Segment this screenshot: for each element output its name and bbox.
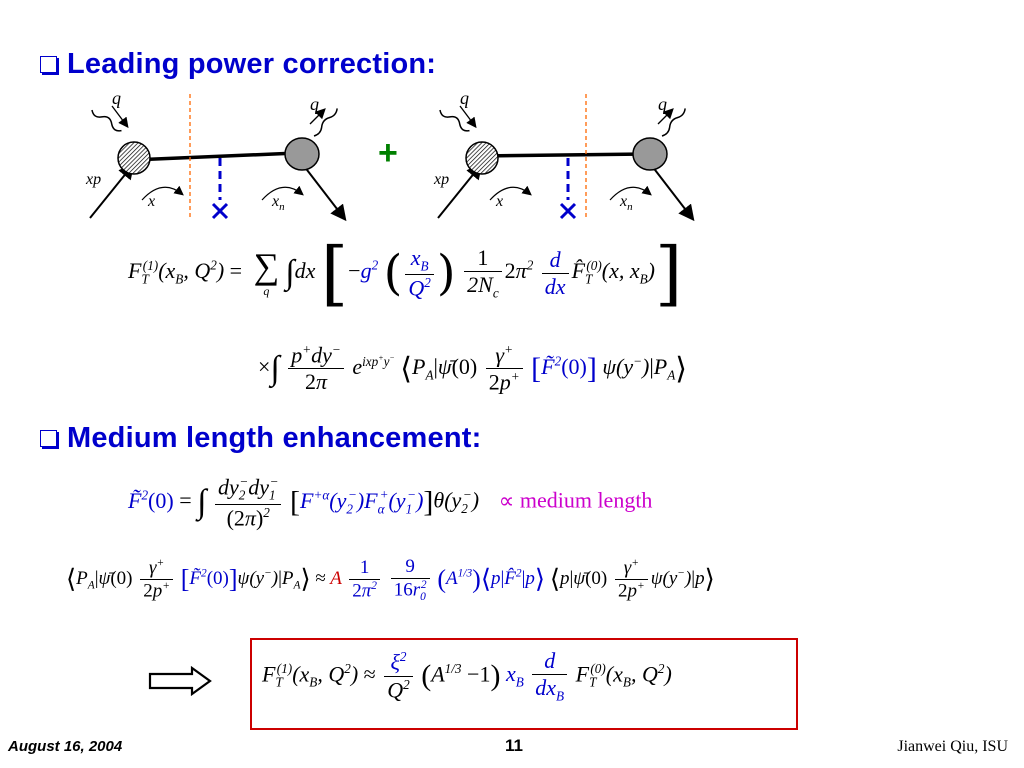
feynman-diagram-left: q q xp x xn xyxy=(85,88,347,222)
svg-text:xn: xn xyxy=(619,193,633,213)
q-label: q xyxy=(112,88,121,108)
equation-matrix-element: ×∫ p+dy−2π eixp+y− ⟨PA|ψ̄(0) γ+2p+ [F̃2(… xyxy=(258,342,687,395)
x-label: x xyxy=(147,193,155,210)
result-box xyxy=(250,638,798,730)
checkbox-bullet-icon xyxy=(40,430,57,447)
page-number: 11 xyxy=(505,736,523,755)
feynman-diagram-right: q q xp x xn xyxy=(433,88,695,222)
xp-label: xp xyxy=(85,171,101,188)
footer-date: August 16, 2004 xyxy=(8,738,123,755)
xn-label: xn xyxy=(271,193,285,213)
plus-sign: + xyxy=(378,134,398,172)
checkbox-bullet-icon xyxy=(40,56,57,73)
svg-text:x: x xyxy=(495,193,503,210)
svg-text:q: q xyxy=(658,94,667,114)
equation-field-strength: F̃2(0) = ∫ dy2−dy1−(2π)2 [F+α(y2−)Fα+(y1… xyxy=(128,474,653,531)
q-label: q xyxy=(310,94,319,114)
implies-arrow-icon xyxy=(148,666,212,696)
heading-leading-power: Leading power correction: xyxy=(40,48,436,81)
svg-text:xp: xp xyxy=(433,171,449,188)
heading-medium-length: Medium length enhancement: xyxy=(40,422,481,455)
footer-author: Jianwei Qiu, ISU xyxy=(897,738,1008,755)
svg-text:q: q xyxy=(460,88,469,108)
